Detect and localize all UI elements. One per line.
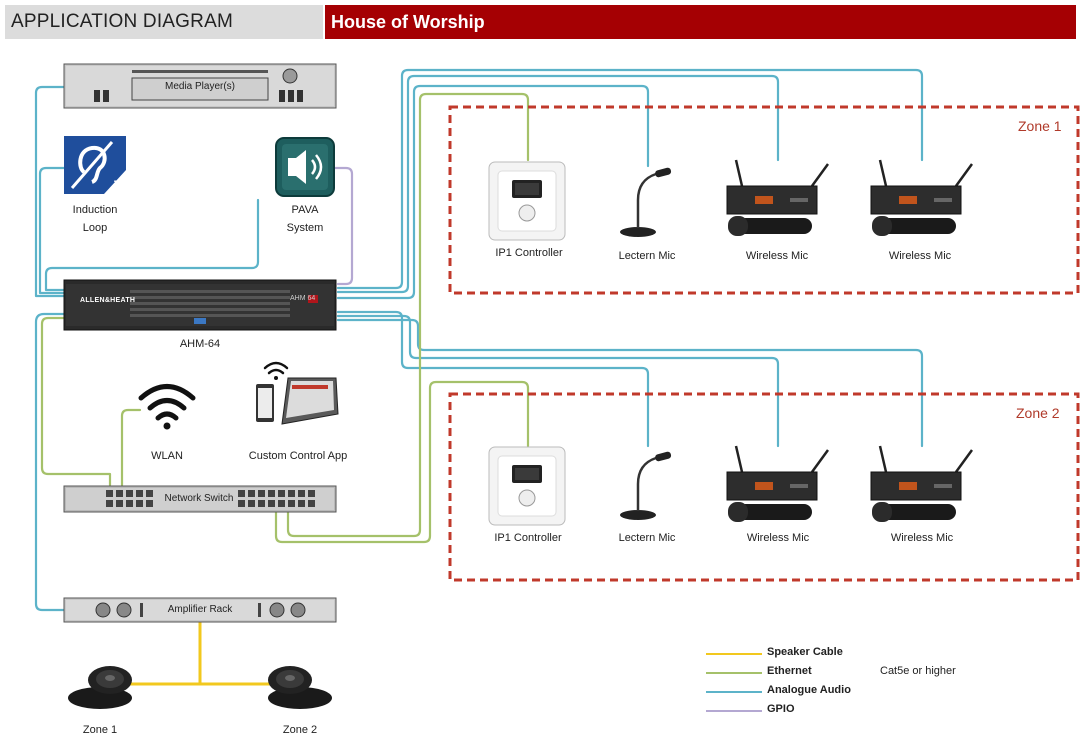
amplifier-rack-unit bbox=[63, 597, 337, 623]
legend-swatches bbox=[706, 653, 762, 712]
zone2-lectern-label: Lectern Mic bbox=[618, 532, 676, 544]
speaker-zone1-icon bbox=[68, 666, 132, 709]
zone2-wireless-a-label: Wireless Mic bbox=[746, 532, 810, 544]
analogue-audio-cables bbox=[34, 68, 924, 612]
zone2-title: Zone 2 bbox=[1016, 405, 1060, 421]
zone1-wireless-mic-b-icon bbox=[870, 159, 974, 236]
zone1-boundary bbox=[448, 105, 1080, 295]
control-app-icon bbox=[256, 361, 339, 425]
speaker-zone1-label: Zone 1 bbox=[82, 724, 118, 736]
zone1-wireless-mic-a-icon bbox=[726, 159, 830, 236]
header-right-bar: House of Worship bbox=[325, 5, 1076, 39]
wlan-label: WLAN bbox=[151, 450, 183, 462]
custom-control-app-label: Custom Control App bbox=[248, 450, 348, 462]
media-player-unit bbox=[63, 63, 337, 109]
wifi-icon bbox=[138, 384, 196, 430]
legend-analogue-label: Analogue Audio bbox=[767, 684, 851, 696]
legend-speaker-label: Speaker Cable bbox=[767, 646, 843, 658]
ethernet-cables bbox=[40, 92, 530, 544]
ahm-brand-label: ALLEN&HEATH bbox=[80, 297, 136, 304]
zone1-lectern-mic-icon bbox=[620, 167, 672, 237]
hearing-loop-icon bbox=[64, 136, 126, 194]
zone1-wireless-b-label: Wireless Mic bbox=[888, 250, 952, 262]
pava-label-line2: System bbox=[286, 222, 324, 234]
zone2-wireless-b-label: Wireless Mic bbox=[890, 532, 954, 544]
zone2-ip1-label: IP1 Controller bbox=[494, 532, 562, 544]
media-player-label: Media Player(s) bbox=[164, 81, 236, 92]
gpio-cable bbox=[332, 166, 354, 286]
speaker-zone2-label: Zone 2 bbox=[282, 724, 318, 736]
zone2-boundary bbox=[448, 392, 1080, 582]
application-title: House of Worship bbox=[331, 12, 485, 32]
zone1-ip1-controller-icon bbox=[488, 161, 566, 241]
header-left-bar: APPLICATION DIAGRAM bbox=[5, 5, 323, 39]
zone1-wireless-a-label: Wireless Mic bbox=[745, 250, 809, 262]
zone1-ip1-label: IP1 Controller bbox=[495, 247, 563, 259]
ahm-model-badge: AHM 64 bbox=[290, 295, 316, 302]
zone2-lectern-mic-icon bbox=[620, 451, 672, 520]
network-switch-label: Network Switch bbox=[164, 493, 234, 504]
legend-ethernet-label: Ethernet bbox=[767, 665, 812, 677]
zone2-wireless-mic-b-icon bbox=[870, 445, 974, 522]
induction-loop-label-line1: Induction bbox=[72, 204, 118, 216]
induction-loop-label-line2: Loop bbox=[82, 222, 108, 234]
speaker-zone2-icon bbox=[268, 666, 332, 709]
speaker-cables bbox=[128, 620, 272, 686]
loop-t-badge: T bbox=[114, 178, 122, 192]
ahm64-unit bbox=[63, 279, 337, 331]
zone1-lectern-label: Lectern Mic bbox=[618, 250, 676, 262]
zone2-wireless-mic-a-icon bbox=[726, 445, 830, 522]
ahm64-label: AHM-64 bbox=[179, 338, 221, 350]
legend-ethernet-note: Cat5e or higher bbox=[880, 665, 956, 677]
network-switch-unit bbox=[63, 485, 337, 513]
diagram-title: APPLICATION DIAGRAM bbox=[11, 11, 233, 32]
zone1-title: Zone 1 bbox=[1018, 118, 1062, 134]
zone2-ip1-controller-icon bbox=[488, 446, 566, 526]
amplifier-rack-label: Amplifier Rack bbox=[167, 604, 233, 615]
legend-gpio-label: GPIO bbox=[767, 703, 795, 715]
speaker-icon bbox=[275, 137, 335, 197]
pava-label-line1: PAVA bbox=[291, 204, 319, 216]
